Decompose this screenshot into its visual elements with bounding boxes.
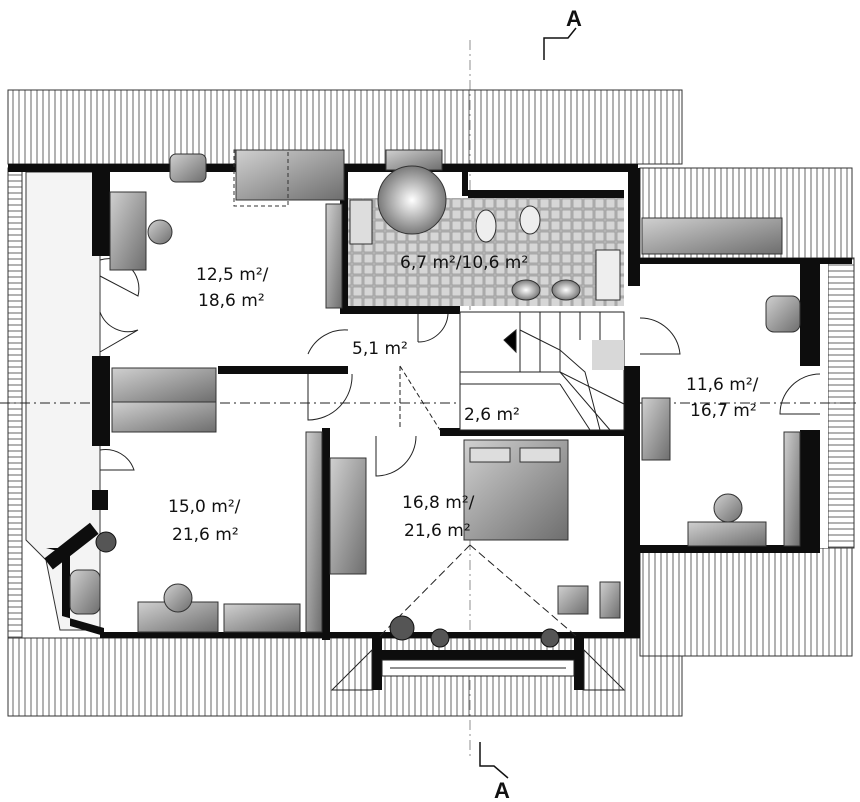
- toilet-icon: [475, 209, 497, 243]
- armchair-east: [765, 295, 801, 333]
- bedroom-area-line1: 16,8 m²/: [402, 493, 475, 513]
- nightstand: [557, 585, 589, 615]
- bathroom-fixtures: [349, 165, 621, 301]
- plant-icon: [389, 615, 415, 641]
- room-east-area-line1: 11,6 m²/: [686, 375, 759, 395]
- room-sw-area-line2: 21,6 m²: [172, 525, 239, 545]
- plant-icon: [540, 628, 560, 648]
- room-sw-area-line1: 15,0 m²/: [168, 497, 241, 517]
- wardrobe-bed: [329, 457, 367, 575]
- room-labels: 12,5 m²/ 18,6 m² 6,7 m²/10,6 m² 5,1 m² 2…: [168, 253, 759, 545]
- bidet-icon: [519, 205, 541, 235]
- doors: [99, 258, 821, 477]
- armchair-nw: [169, 153, 207, 183]
- walls: [8, 164, 852, 690]
- furniture: [69, 149, 801, 633]
- shelf-sw: [305, 431, 323, 633]
- chair-sw: [163, 583, 193, 613]
- shower-icon: [377, 165, 447, 235]
- wardrobe-nw: [325, 203, 343, 309]
- chair-nw: [147, 219, 173, 245]
- section-marker-bottom: A: [479, 742, 510, 802]
- room-nw-area-line1: 12,5 m²/: [196, 265, 269, 285]
- section-label-bottom: A: [494, 778, 510, 802]
- sofa-nw: [235, 149, 345, 201]
- sink-icon: [511, 279, 541, 301]
- plant-icon: [430, 628, 450, 648]
- room-east-area-line2: 16,7 m²: [690, 401, 757, 421]
- section-marker-top: A: [543, 6, 582, 60]
- section-label-top: A: [566, 6, 582, 31]
- stair-arrow-icon: [503, 328, 517, 354]
- dormer: [330, 544, 626, 691]
- wardrobe-east: [641, 397, 671, 461]
- room-nw-area-line2: 18,6 m²: [198, 291, 265, 311]
- sofa-sw: [223, 603, 301, 633]
- bedroom-area-line2: 21,6 m²: [404, 521, 471, 541]
- plant-icon: [95, 531, 117, 553]
- staircase: [459, 311, 625, 431]
- desk-east: [687, 521, 767, 547]
- landing-area: 2,6 m²: [464, 405, 520, 425]
- desk-nw: [109, 191, 147, 271]
- bathroom-area: 6,7 m²/10,6 m²: [400, 253, 528, 273]
- hall-area: 5,1 m²: [352, 339, 408, 359]
- wardrobe-mid: [111, 367, 217, 403]
- plants: [95, 531, 560, 648]
